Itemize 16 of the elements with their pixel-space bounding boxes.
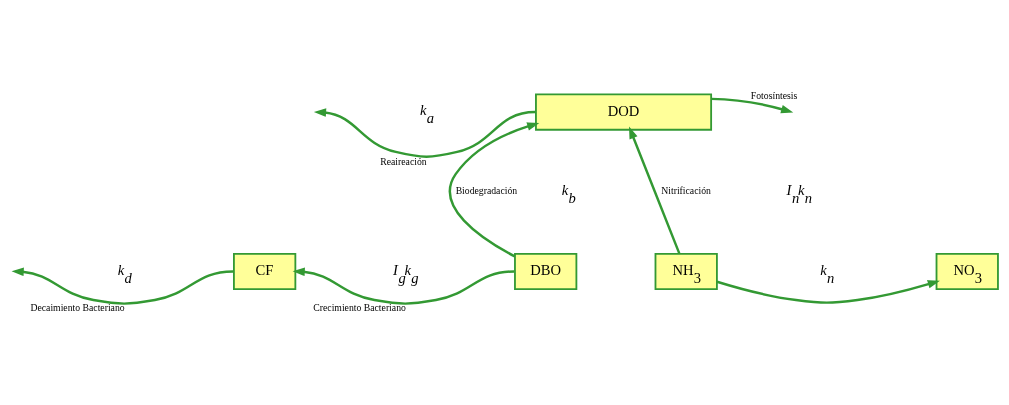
arrow <box>292 267 515 305</box>
arrow <box>716 279 940 304</box>
edge-label: Crecimiento Bacteriano <box>313 301 406 313</box>
arrow <box>711 97 794 113</box>
arrow <box>448 121 540 257</box>
node-box: DBO <box>514 252 578 290</box>
edge-label: Decaimiento Bacteriano <box>30 301 125 313</box>
arrow <box>11 267 234 305</box>
edge-label: Biodegradación <box>455 184 518 196</box>
node-box: DOD <box>535 93 713 131</box>
node-box: CF <box>233 252 297 290</box>
edge-label: Nitrificación <box>661 184 711 196</box>
arrow <box>313 107 536 158</box>
edge-label: Fotosíntesis <box>750 89 798 101</box>
edge-label: Reaireación <box>380 154 427 166</box>
arrow <box>629 125 681 254</box>
